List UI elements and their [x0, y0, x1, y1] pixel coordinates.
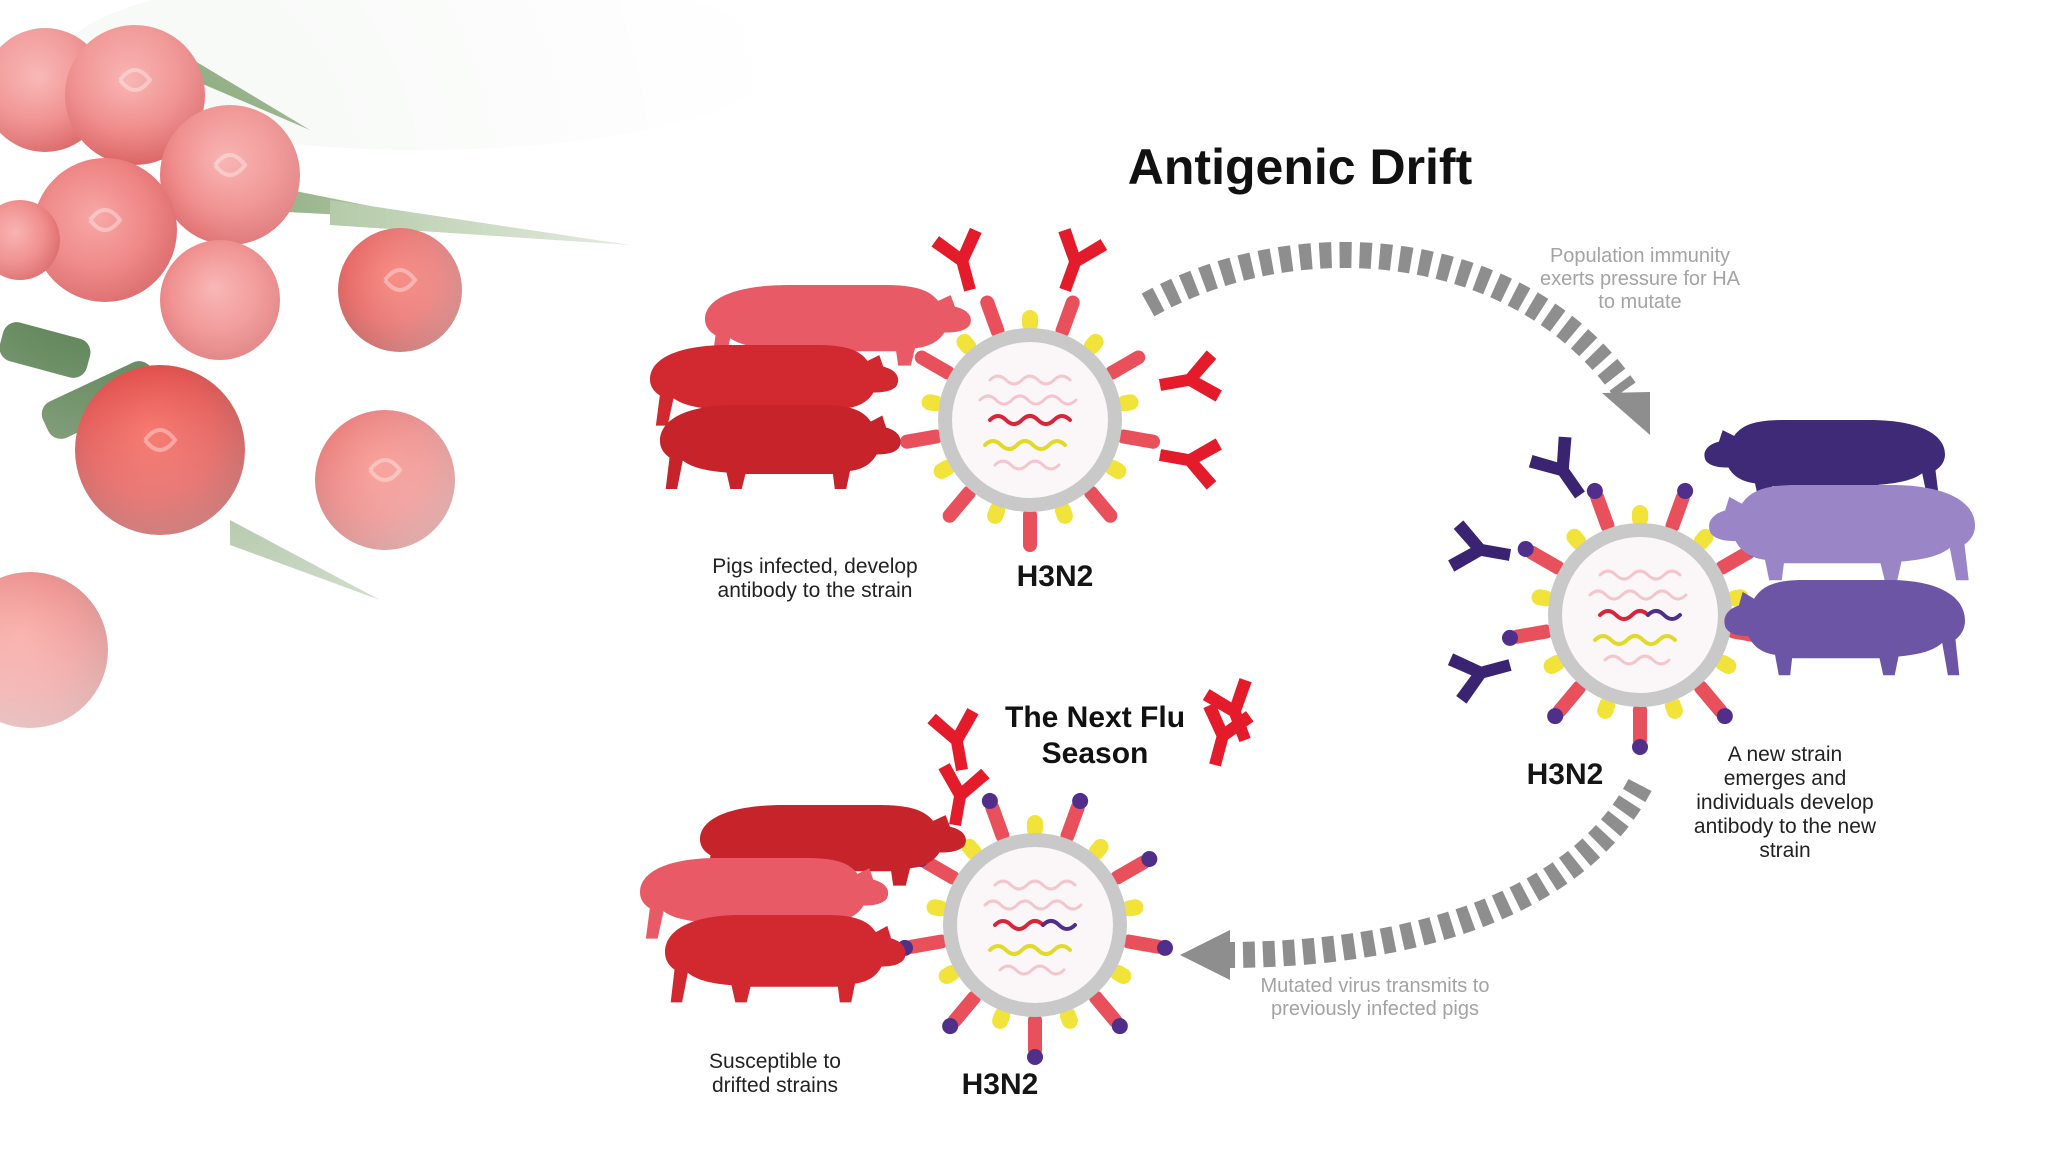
virus-icon — [898, 293, 1162, 552]
strain-label: H3N2 — [1526, 758, 1604, 791]
virus-icon — [895, 790, 1175, 1065]
virus-icon — [1500, 480, 1780, 755]
season-heading: The Next Flu Season — [1005, 701, 1186, 770]
strain-label: H3N2 — [961, 1068, 1039, 1101]
stage-caption: A new strain emerges and individuals dev… — [1693, 743, 1877, 862]
stage-caption: Susceptible to drifted strains — [709, 1050, 841, 1097]
strain-label: H3N2 — [1016, 560, 1094, 593]
stage-caption: Pigs infected, develop antibody to the s… — [712, 555, 918, 602]
pig-icon — [640, 805, 966, 1003]
curved-arrow-icon — [1180, 778, 1652, 980]
page-title: Antigenic Drift — [1127, 139, 1473, 195]
arrow-label: Mutated virus transmits to previously in… — [1260, 975, 1490, 1020]
curved-arrow-icon — [1141, 242, 1650, 435]
pig-icon — [650, 285, 971, 489]
flower-bouquet-image — [0, 0, 760, 800]
arrow-label: Population immunity exerts pressure for … — [1539, 245, 1741, 313]
